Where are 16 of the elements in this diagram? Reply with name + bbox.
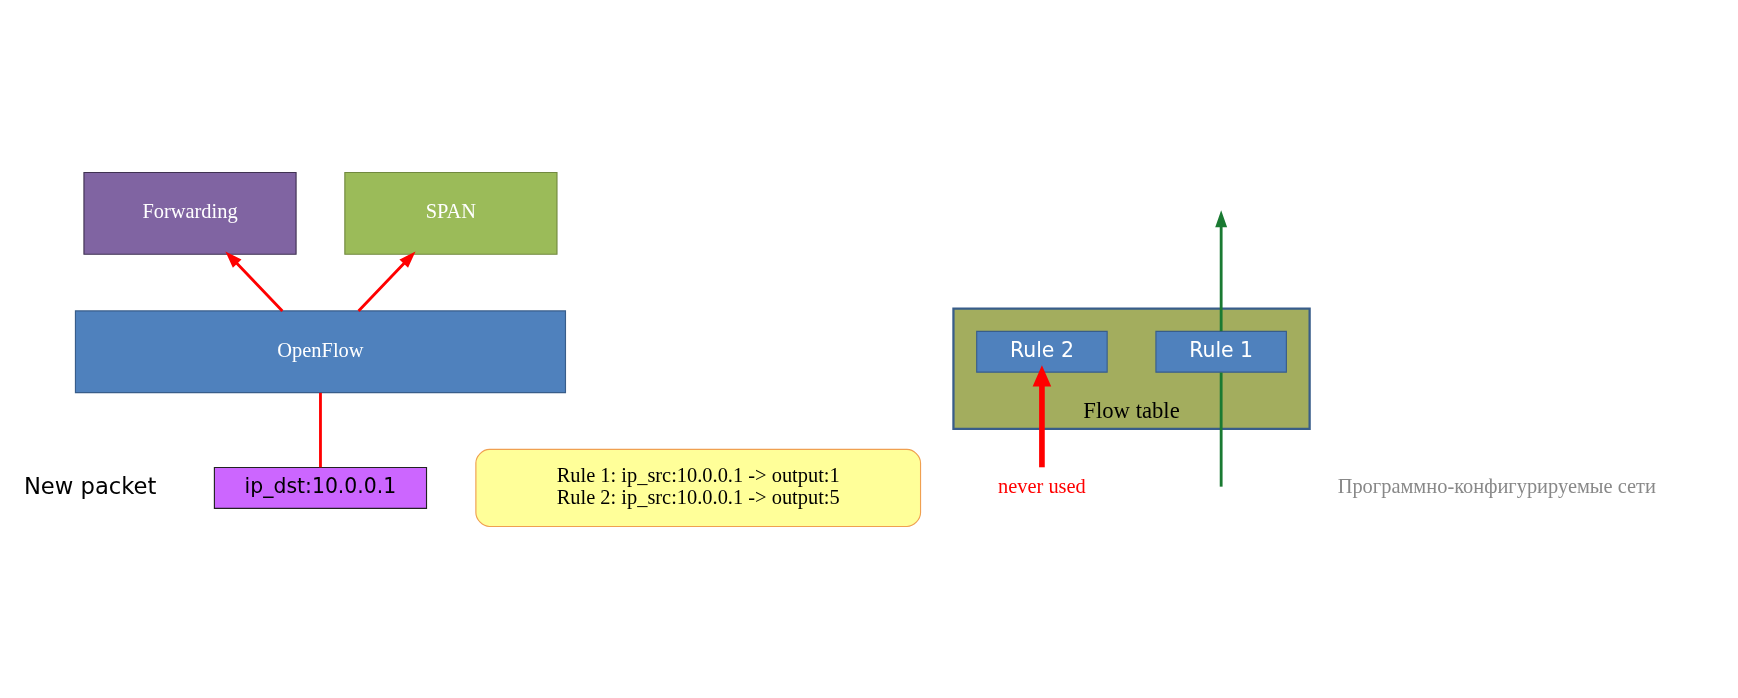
arrow xyxy=(1032,364,1051,467)
arrow xyxy=(357,250,416,312)
node-box: OpenFlow xyxy=(74,309,566,393)
node-text: never used xyxy=(997,474,1086,497)
node-box: Forwarding xyxy=(82,171,297,255)
connector xyxy=(1219,372,1223,487)
label: Программно-конфигурируемые сети xyxy=(1337,474,1656,497)
node-box: Rule 1: ip_src:10.0.0.1 -> output:1 Rule 2: ip_src:10.0.0.1 -> output:5 xyxy=(474,448,921,527)
node-box: Rule 2 xyxy=(975,330,1108,373)
connector xyxy=(318,392,322,467)
node-box: ip_dst:10.0.0.1 xyxy=(213,466,427,509)
node-label: New packet xyxy=(23,472,156,499)
arrow xyxy=(1214,209,1227,331)
node-box: Rule 1 xyxy=(1154,330,1287,373)
node-box: SPAN xyxy=(343,171,558,255)
arrow xyxy=(224,250,283,312)
